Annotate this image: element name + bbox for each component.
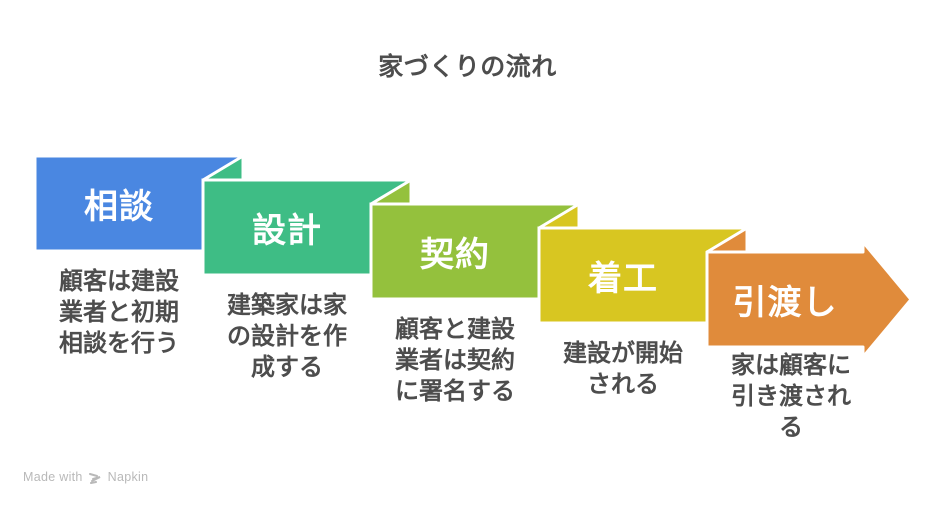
made-with-text: Made with <box>23 470 83 484</box>
step-2-description: 建築家は家 の設計を作 成する <box>213 290 361 383</box>
step-3-description-line: 顧客と建設 <box>395 316 515 343</box>
step-1-description-line: 相談を行う <box>59 330 179 357</box>
step-4-description: 建設が開始 される <box>549 338 697 400</box>
step-2-description-line: 成する <box>251 354 323 381</box>
step-4-description-line: される <box>587 371 659 398</box>
step-1-description-line: 業者と初期 <box>59 299 179 326</box>
step-5-arrow-box <box>705 240 913 359</box>
step-2-description-line: の設計を作 <box>227 323 347 350</box>
step-1-description-line: 顧客は建設 <box>59 268 179 295</box>
step-5-description-line: る <box>779 414 803 441</box>
step-1-description: 顧客は建設 業者と初期 相談を行う <box>45 266 193 359</box>
step-3-description-line: に署名する <box>395 378 515 405</box>
napkin-brand-text: Napkin <box>107 470 149 484</box>
step-5-description: 家は顧客に 引き渡され る <box>717 350 865 443</box>
step-3-description-line: 業者は契約 <box>395 347 515 374</box>
step-5-description-line: 引き渡され <box>731 383 851 410</box>
step-3-description: 顧客と建設 業者は契約 に署名する <box>381 314 529 407</box>
napkin-logo-icon <box>88 472 101 484</box>
step-4-description-line: 建設が開始 <box>563 340 683 367</box>
diagram-title: 家づくりの流れ <box>378 53 557 81</box>
step-5-description-line: 家は顧客に <box>731 352 851 379</box>
step-2-description-line: 建築家は家 <box>227 292 347 319</box>
napkin-credit: Made with Napkin <box>23 470 148 484</box>
